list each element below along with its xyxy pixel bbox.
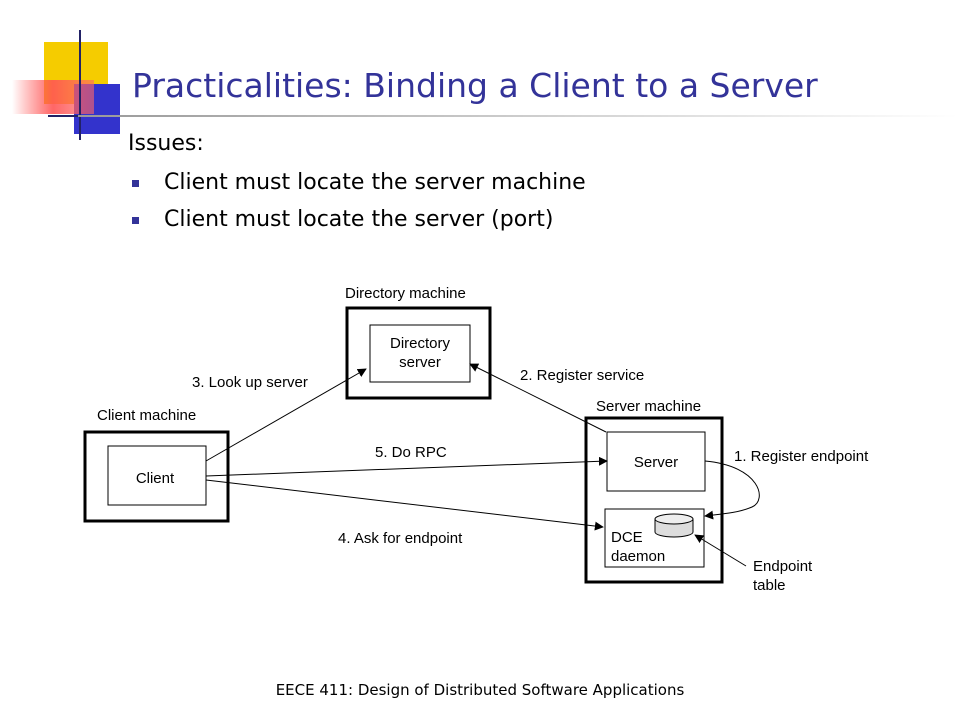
issues-heading: Issues: — [128, 131, 204, 156]
bullet-item: Client must locate the server (port) — [130, 205, 586, 242]
square-bullet-icon — [132, 180, 139, 187]
step-do-rpc-label: 5. Do RPC — [375, 444, 447, 461]
server-box — [606, 431, 706, 492]
slide-footer: EECE 411: Design of Distributed Software… — [275, 681, 685, 699]
arrow-register-endpoint — [704, 460, 760, 520]
arrow-endpoint-table — [694, 534, 747, 567]
server-machine-label: Server machine — [596, 398, 701, 415]
client-machine-box — [83, 430, 230, 523]
square-bullet-icon — [132, 217, 139, 224]
slide-title: Practicalities: Binding a Client to a Se… — [132, 66, 818, 105]
step-register-service-label: 2. Register service — [520, 367, 644, 384]
bullet-text: Client must locate the server (port) — [164, 207, 554, 232]
directory-server-box — [369, 324, 471, 383]
dce-daemon-label-line1: DCE — [611, 529, 643, 546]
client-machine-label: Client machine — [97, 407, 196, 424]
server-machine-box — [584, 416, 724, 584]
directory-server-label-line1: Directory — [390, 335, 451, 352]
arrow-register-service — [469, 363, 607, 433]
step-look-up-server-label: 3. Look up server — [192, 374, 308, 391]
client-label: Client — [136, 470, 175, 487]
directory-server-label-line2: server — [399, 354, 441, 371]
endpoint-table-label-line1: Endpoint — [753, 558, 813, 575]
client-box — [107, 445, 207, 506]
endpoint-table-cylinder-icon — [654, 513, 694, 538]
bullet-text: Client must locate the server machine — [164, 170, 586, 195]
bullet-list: Client must locate the server machine Cl… — [130, 168, 586, 242]
dce-daemon-label-line2: daemon — [611, 548, 665, 565]
server-label: Server — [634, 454, 678, 471]
step-ask-for-endpoint-label: 4. Ask for endpoint — [338, 530, 463, 547]
title-rule — [78, 115, 958, 117]
arrow-do-rpc — [205, 456, 608, 477]
directory-machine-label: Directory machine — [345, 285, 466, 302]
directory-machine-box — [345, 306, 492, 400]
arrow-ask-for-endpoint — [205, 479, 604, 531]
endpoint-table-label-line2: table — [753, 577, 786, 594]
corner-decoration — [12, 30, 958, 140]
bullet-item: Client must locate the server machine — [130, 168, 586, 205]
arrow-look-up-server — [205, 368, 367, 462]
step-register-endpoint-label: 1. Register endpoint — [734, 448, 869, 465]
